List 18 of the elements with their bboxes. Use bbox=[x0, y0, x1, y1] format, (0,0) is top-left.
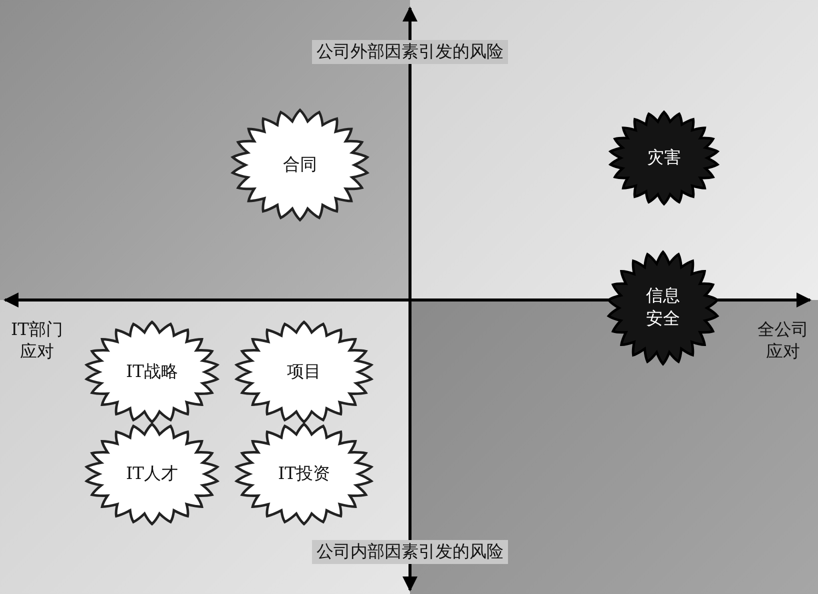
node-label: 合同 bbox=[283, 154, 317, 176]
starburst-shape bbox=[236, 424, 372, 524]
dark-starburst bbox=[608, 252, 718, 364]
axis-label: 全公司应对 bbox=[756, 319, 810, 364]
axis-label: IT部门应对 bbox=[10, 319, 64, 364]
node-label: 信息安全 bbox=[645, 285, 681, 331]
dark-starburst bbox=[610, 112, 718, 204]
starburst-shape bbox=[232, 110, 368, 220]
starburst-shape bbox=[86, 424, 218, 524]
starburst-shape bbox=[236, 322, 372, 422]
node-label: IT人才 bbox=[126, 462, 178, 486]
node-label: 项目 bbox=[287, 360, 321, 384]
axis-label: 公司内部因素引发的风险 bbox=[312, 540, 508, 564]
starburst-shape bbox=[86, 322, 218, 422]
node-label: IT投资 bbox=[278, 462, 330, 486]
axis-label: 公司外部因素引发的风险 bbox=[312, 40, 508, 64]
node-label: 灾害 bbox=[647, 146, 681, 170]
node-label: IT战略 bbox=[126, 360, 178, 384]
